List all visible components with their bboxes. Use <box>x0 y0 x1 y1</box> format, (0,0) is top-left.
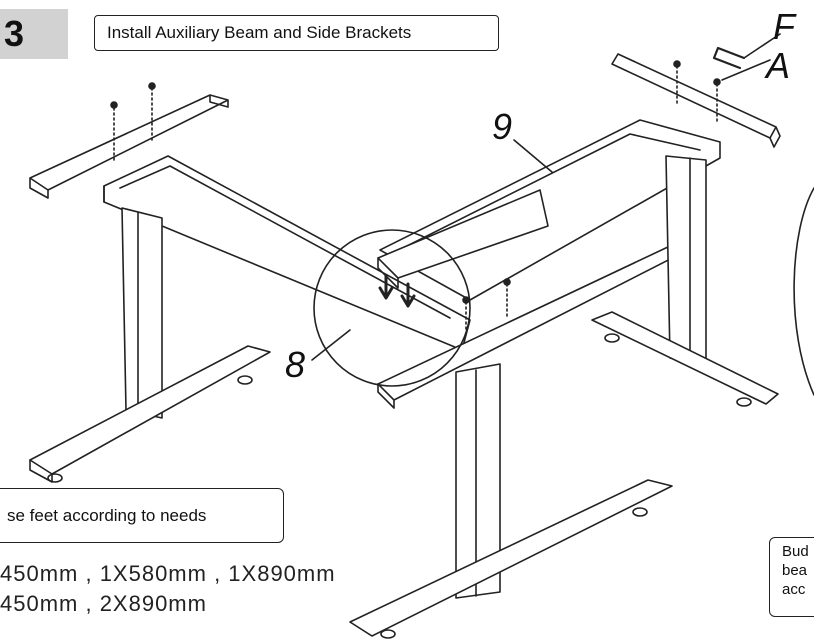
step-title: Install Auxiliary Beam and Side Brackets <box>94 15 499 51</box>
front-leg <box>455 363 501 599</box>
down-arrow-1 <box>378 274 394 300</box>
side-note-line-3: acc <box>782 581 806 598</box>
dimension-line-1: 450mm , 1X580mm , 1X890mm <box>0 561 336 586</box>
dimension-line-2: 450mm , 2X890mm <box>0 591 207 616</box>
callout-tool-f: F <box>773 6 795 47</box>
side-note-box: Bud bea acc <box>769 537 814 617</box>
side-note-line-1: Bud <box>782 543 809 560</box>
down-arrow-2 <box>400 282 416 308</box>
step-number-badge: 3 <box>0 9 68 59</box>
callout-part-9: 9 <box>492 106 513 147</box>
callout-screw-a: A <box>766 45 791 86</box>
left-foot <box>29 345 271 475</box>
right-foot <box>591 311 779 405</box>
detail-circle-right <box>793 187 814 396</box>
front-foot <box>349 479 673 637</box>
detail-circle <box>313 229 471 387</box>
right-side-bracket <box>611 53 781 148</box>
callout-part-8: 8 <box>285 344 306 385</box>
side-note-line-2: bea <box>782 562 808 579</box>
feet-note: se feet according to needs <box>0 488 284 543</box>
hex-key <box>712 46 746 70</box>
left-side-bracket <box>29 94 229 199</box>
right-leg <box>665 155 707 367</box>
auxiliary-beam <box>377 189 549 279</box>
left-leg <box>121 207 163 419</box>
